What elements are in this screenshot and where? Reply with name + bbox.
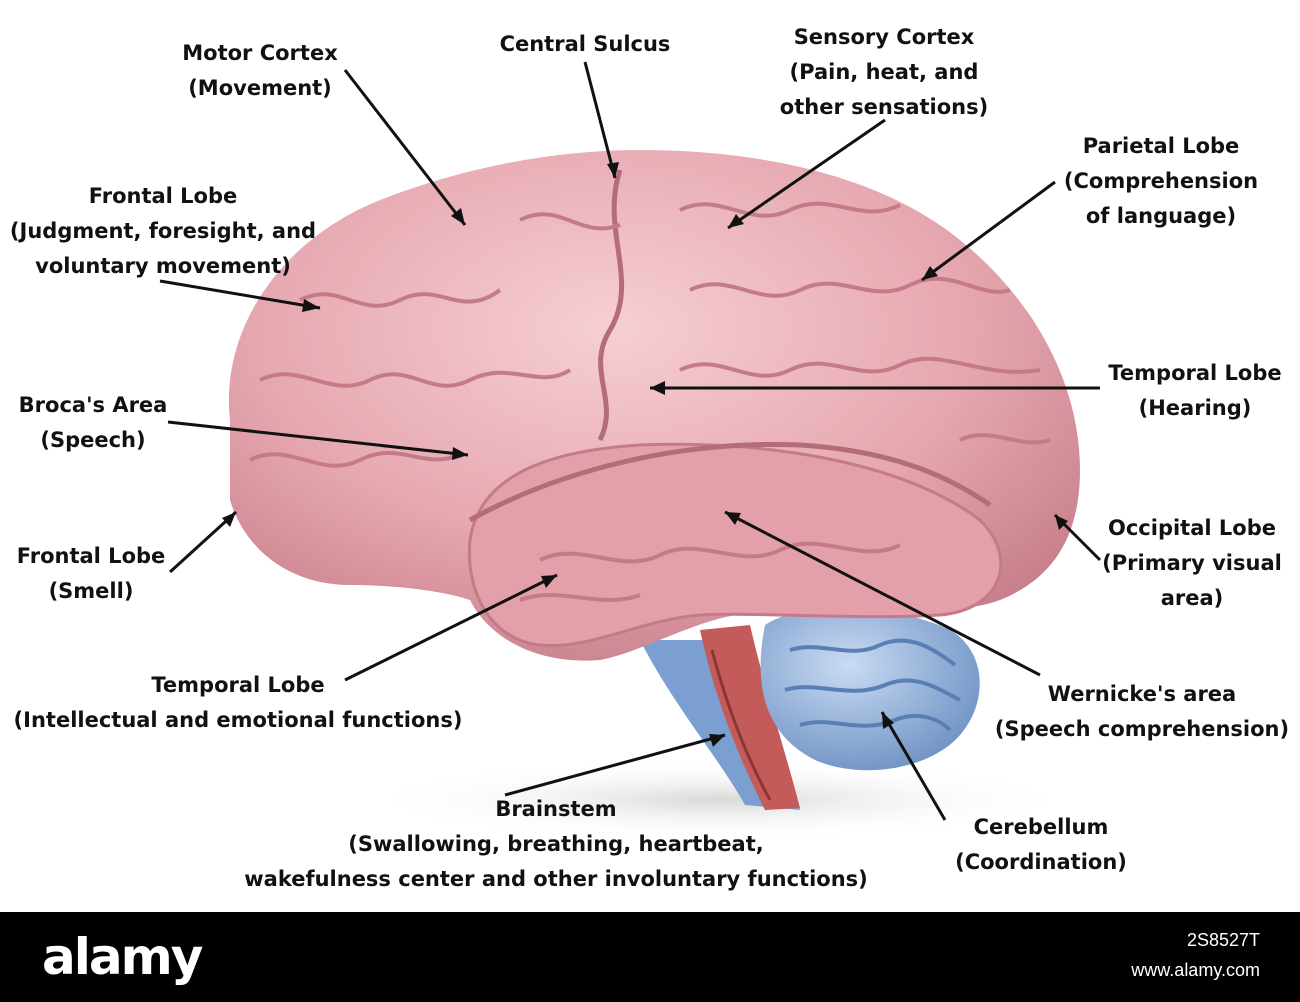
arrowhead-wernickes-area [725,512,741,525]
label-brainstem-detail-2: wakefulness center and other involuntary… [244,867,868,891]
label-occipital-lobe-title: Occipital Lobe [1108,516,1276,540]
pointer-brainstem [504,733,726,797]
pointer-cerebellum [880,711,947,821]
image-id: 2S8527T [1186,930,1260,950]
label-sensory-cortex: Sensory Cortex (Pain, heat, and other se… [780,20,988,125]
pointer-frontal-lobe-judgment [159,279,321,310]
site-url: www.alamy.com [1131,960,1260,980]
arrowhead-motor-cortex [451,208,465,225]
arrowhead-parietal-lobe [922,266,938,280]
label-parietal-lobe-title: Parietal Lobe [1082,134,1240,158]
label-parietal-lobe-detail-2: of language) [1085,204,1237,228]
arrowhead-temporal-lobe-intellect [541,575,557,588]
arrowhead-occipital-lobe [1055,515,1068,530]
label-occipital-lobe: Occipital Lobe (Primary visual area) [1102,511,1282,616]
arrowhead-sensory-cortex [728,214,744,228]
label-temporal-lobe-hearing: Temporal Lobe (Hearing) [1108,356,1281,426]
brand-logo: alamy [42,928,203,986]
label-brainstem: Brainstem (Swallowing, breathing, heartb… [244,792,868,897]
arrowhead-temporal-lobe-hearing [650,381,665,395]
label-occipital-lobe-detail-1: (Primary visual [1102,551,1282,575]
label-temporal-lobe-intellect-detail: (Intellectual and emotional functions) [13,708,463,732]
pointer-central-sulcus [583,61,617,179]
arrowhead-central-sulcus [607,162,619,178]
label-cerebellum-title: Cerebellum [973,815,1109,839]
pointer-motor-cortex [343,69,467,226]
label-frontal-lobe-judgment-detail-1: (Judgment, foresight, and [9,219,317,243]
label-frontal-lobe-judgment: Frontal Lobe (Judgment, foresight, and v… [10,179,316,284]
pointer-wernickes-area [724,510,1041,677]
arrowhead-brocas-area [452,447,468,460]
label-wernickes-area-detail: (Speech comprehension) [994,717,1290,741]
arrowhead-frontal-lobe-judgment [302,299,320,312]
brain-diagram: Motor Cortex (Movement) Central Sulcus S… [10,20,1289,897]
ground-shadow [360,760,1080,840]
label-temporal-lobe-hearing-detail: (Hearing) [1138,396,1252,420]
brain-illustration [159,61,1102,840]
label-cerebellum: Cerebellum (Coordination) [955,810,1127,880]
label-sensory-cortex-title: Sensory Cortex [793,25,975,49]
pointer-brocas-area [167,420,469,457]
label-cerebellum-detail: (Coordination) [955,850,1127,874]
pointer-sensory-cortex [727,118,886,230]
arrowhead-cerebellum [882,712,894,729]
label-motor-cortex: Motor Cortex (Movement) [182,36,337,106]
label-brainstem-title: Brainstem [495,797,617,821]
stock-footer-bar: alamy 2S8527T www.alamy.com [0,912,1300,1002]
pointer-lines [159,61,1102,821]
label-central-sulcus-title: Central Sulcus [499,32,671,56]
label-brocas-area-title: Broca's Area [18,393,168,417]
cerebellum-shape [760,608,980,771]
label-frontal-lobe-smell: Frontal Lobe (Smell) [17,539,166,609]
label-frontal-lobe-judgment-title: Frontal Lobe [88,184,238,208]
pointer-temporal-lobe-intellect [344,573,558,682]
label-temporal-lobe-intellect-title: Temporal Lobe [151,673,325,697]
cerebrum-shape [228,150,1081,661]
label-sensory-cortex-detail-1: (Pain, heat, and [789,60,979,84]
label-parietal-lobe: Parietal Lobe (Comprehension of language… [1064,129,1258,234]
label-motor-cortex-detail: (Movement) [188,76,332,100]
label-frontal-lobe-judgment-detail-2: voluntary movement) [35,254,291,278]
label-motor-cortex-title: Motor Cortex [182,41,338,65]
label-wernickes-area-title: Wernicke's area [1047,682,1237,706]
label-temporal-lobe-hearing-title: Temporal Lobe [1108,361,1282,385]
label-brainstem-detail-1: (Swallowing, breathing, heartbeat, [348,832,764,856]
label-sensory-cortex-detail-2: other sensations) [779,95,989,119]
label-brocas-area-detail: (Speech) [40,428,146,452]
label-occipital-lobe-detail-2: area) [1160,586,1224,610]
arrowhead-brainstem [709,734,725,747]
pointer-frontal-lobe-smell [168,510,238,574]
label-wernickes-area: Wernicke's area (Speech comprehension) [995,677,1289,747]
label-central-sulcus: Central Sulcus [500,27,671,62]
label-temporal-lobe-intellect: Temporal Lobe (Intellectual and emotiona… [14,668,463,738]
brainstem-shape [640,625,800,810]
label-parietal-lobe-detail-1: (Comprehension [1063,169,1259,193]
pointer-arrowheads [222,162,1068,747]
label-frontal-lobe-smell-title: Frontal Lobe [16,544,166,568]
label-frontal-lobe-smell-detail: (Smell) [48,579,134,603]
arrowhead-frontal-lobe-smell [222,512,236,527]
pointer-parietal-lobe [921,180,1056,282]
label-brocas-area: Broca's Area (Speech) [19,388,168,458]
